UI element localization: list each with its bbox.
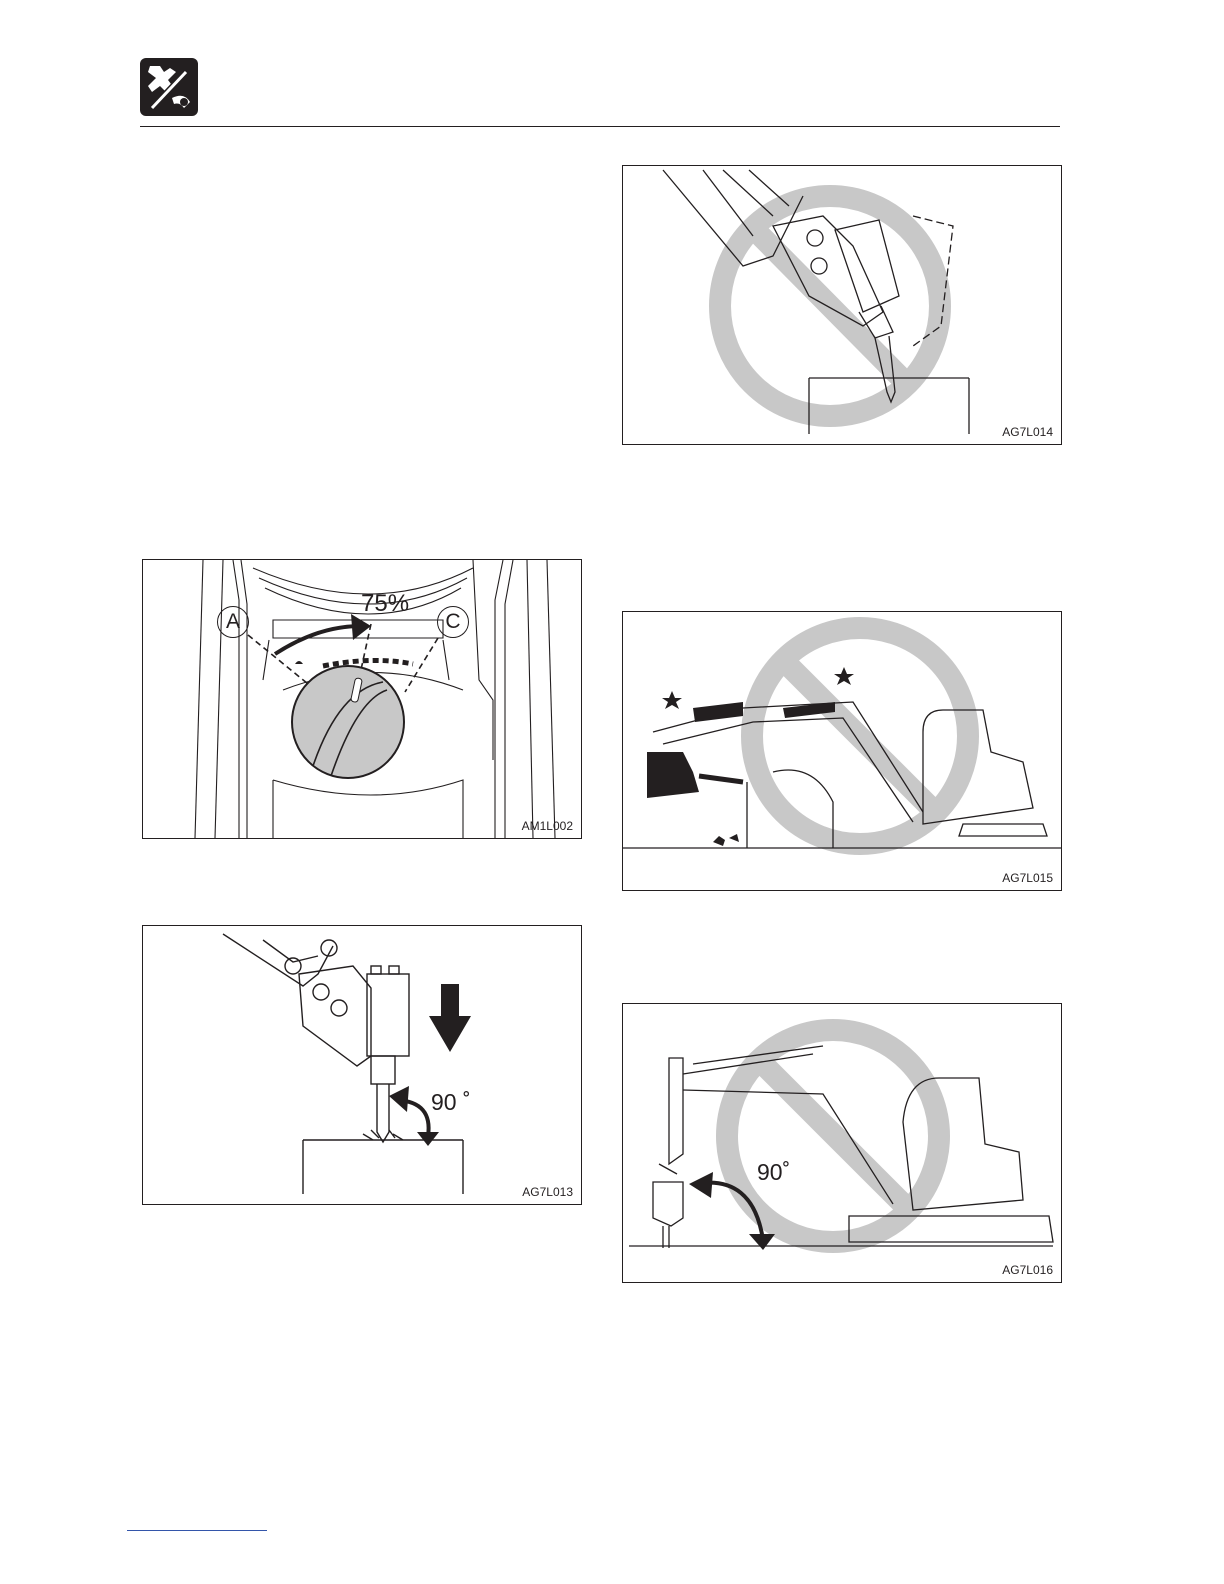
figure-prohibited-sideways: 90˚ AG7L016 <box>622 1003 1062 1283</box>
figure-correct-angle: 90 ˚ AG7L013 <box>142 925 582 1205</box>
figure-code: AG7L016 <box>1002 1263 1053 1277</box>
label-90-degrees: 90 ˚ <box>431 1089 471 1116</box>
header-rule <box>140 126 1060 127</box>
figure-prohibited-slant: AG7L014 <box>622 165 1062 445</box>
figure-throttle-dial: A C 75% AM1L002 <box>142 559 582 839</box>
figure-code: AG7L015 <box>1002 871 1053 885</box>
label-75-percent: 75% <box>361 590 409 618</box>
figure-prohibited-extension: AG7L015 <box>622 611 1062 891</box>
footer-rule <box>127 1530 267 1531</box>
label-a: A <box>217 606 249 638</box>
figure-code: AM1L002 <box>522 819 573 833</box>
breaker-warning-icon <box>140 58 198 116</box>
figure-code: AG7L014 <box>1002 425 1053 439</box>
figure-code: AG7L013 <box>522 1185 573 1199</box>
label-90-degrees: 90˚ <box>757 1159 790 1186</box>
label-c: C <box>437 606 469 638</box>
